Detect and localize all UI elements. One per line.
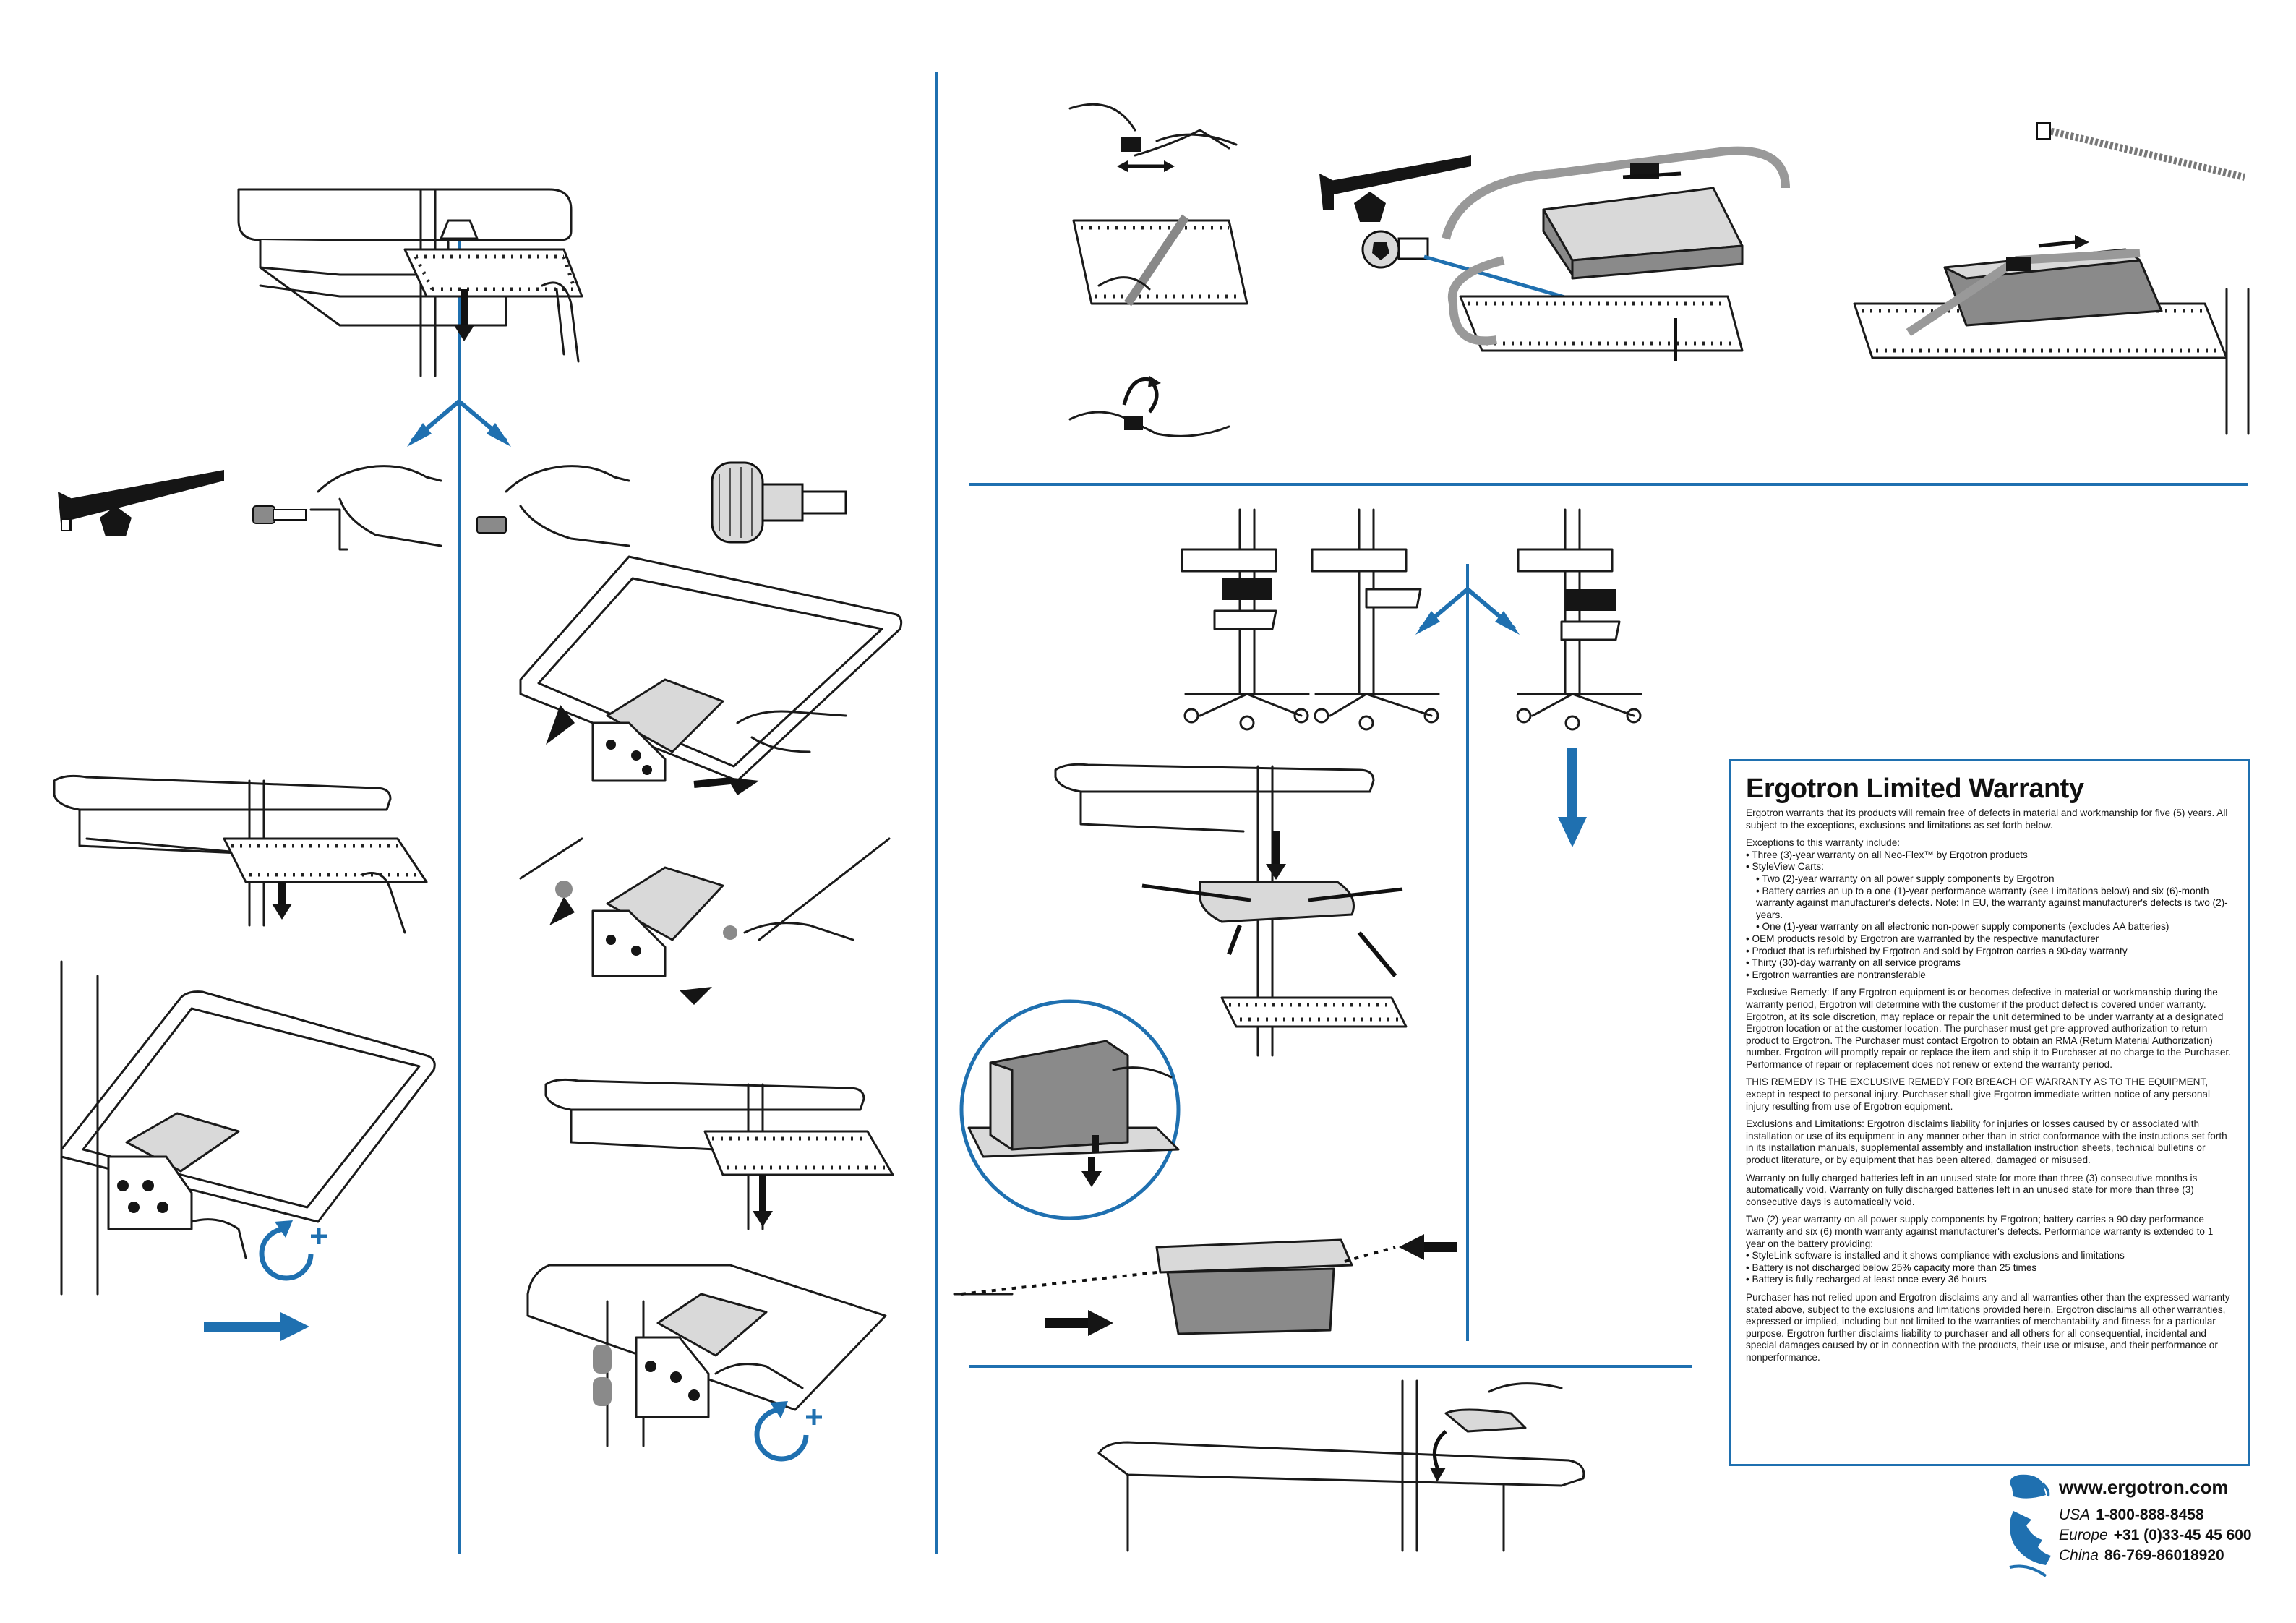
branch-arrow-left (407, 398, 511, 447)
tray-bracket-assembly-2 (60, 960, 436, 1296)
exception-item: • StyleView Carts: (1746, 861, 1825, 873)
cart-with-handle-bottom (1097, 1379, 1585, 1552)
phone-row-europe: Europe +31 (0)33-45 45 600 (2059, 1527, 2252, 1544)
contact-block: www.ergotron.com USA 1-800-888-8458 Europ… (2002, 1472, 2263, 1595)
power-supply-strapped (1853, 235, 2250, 435)
warranty-box: Ergotron Limited Warranty Ergotron warra… (1729, 759, 2250, 1466)
condition-item: • Battery is fully recharged at least on… (1746, 1274, 1987, 1285)
exception-item: • Two (2)-year warranty on all power sup… (1756, 873, 2055, 884)
phone-region: USA (2059, 1507, 2091, 1523)
phone-row-china: China 86-769-86018920 (2059, 1547, 2224, 1564)
exclusive-remedy-paragraph: Exclusive Remedy: If any Ergotron equipm… (1746, 987, 2231, 1070)
hex-screw-icon (252, 505, 307, 524)
pentagon-icon (100, 506, 132, 536)
cart-with-shelf-center (544, 1078, 894, 1230)
power-supply-on-plate (1442, 146, 1790, 361)
pentagon-icon-2 (1354, 192, 1386, 222)
exception-item: • Thirty (30)-day warranty on all servic… (1746, 957, 1961, 969)
batteries-paragraph: Warranty on fully charged batteries left… (1746, 1172, 2198, 1207)
exception-item: • Battery carries an up to a one (1)-yea… (1756, 885, 2228, 920)
phone-number: +31 (0)33-45 45 600 (2113, 1527, 2252, 1543)
exclusive-remedy-notice: THIS REMEDY IS THE EXCLUSIVE REMEDY FOR … (1746, 1076, 2210, 1112)
tray-bracket-assembly-3 (519, 837, 891, 1005)
hand-with-allen-key (309, 465, 442, 551)
exclusions-paragraph: Exclusions and Limitations: Ergotron dis… (1746, 1118, 2227, 1166)
power-supply-paragraph: Two (2)-year warranty on all power suppl… (1746, 1214, 2214, 1249)
cable-tie-icon (2036, 122, 2246, 181)
allen-key-icon (58, 470, 224, 531)
cart-with-shelf-top-left (237, 188, 583, 377)
cart-option-3 (1516, 508, 1642, 731)
exception-item: • Ergotron warranties are nontransferabl… (1746, 969, 1926, 980)
website-link[interactable]: www.ergotron.com (2059, 1476, 2229, 1498)
tray-bracket-assembly-1 (519, 555, 903, 795)
branch-arrow-center (1415, 586, 1520, 635)
right-arrow-blue (204, 1312, 309, 1341)
condition-item: • StyleLink software is installed and it… (1746, 1250, 2125, 1262)
rotate-clockwise-plus-icon-2 (754, 1401, 822, 1462)
strap-step-thread-plate (1072, 214, 1248, 307)
hand-with-screw (476, 465, 630, 547)
exception-item: • Three (3)-year warranty on all Neo-Fle… (1746, 849, 2028, 860)
warranty-intro: Ergotron warrants that its products will… (1746, 808, 2228, 831)
mouse-icon (2010, 1474, 2050, 1499)
phone-region: China (2059, 1547, 2099, 1564)
condition-item: • Battery is not discharged below 25% ca… (1746, 1262, 2037, 1273)
strap-step-loop (1068, 376, 1230, 437)
zoom-detail-battery-holder (959, 999, 1181, 1220)
power-conditions-list: • StyleLink software is installed and it… (1746, 1250, 2233, 1286)
warranty-title: Ergotron Limited Warranty (1746, 774, 2084, 804)
tray-bracket-assembly-4 (526, 1264, 887, 1447)
rotate-clockwise-plus-icon (259, 1220, 327, 1281)
disclaimer-paragraph: Purchaser has not relied upon and Ergotr… (1746, 1291, 2230, 1363)
exception-item: • Product that is refurbished by Ergotro… (1746, 945, 2128, 956)
exceptions-list: • Three (3)-year warranty on all Neo-Fle… (1746, 849, 2233, 982)
cart-option-2 (1311, 508, 1440, 731)
strap-step-buckle (1068, 103, 1238, 172)
phone-handset-icon (2009, 1511, 2051, 1577)
down-arrow-blue (1558, 748, 1587, 847)
exceptions-heading: Exceptions to this warranty include: (1746, 837, 1901, 849)
phone-row-usa: USA 1-800-888-8458 (2059, 1507, 2204, 1524)
battery-holder-with-screws (953, 1234, 1457, 1336)
hex-screw-icon-2 (1361, 230, 1429, 269)
cart-option-1 (1181, 508, 1310, 731)
allen-key-icon-2 (1319, 155, 1471, 210)
phone-number: 86-769-86018920 (2104, 1547, 2224, 1564)
thumb-screw-icon (711, 461, 847, 544)
exception-item: • One (1)-year warranty on all electroni… (1756, 921, 2169, 933)
exception-item: • OEM products resold by Ergotron are wa… (1746, 933, 2099, 944)
phone-region: Europe (2059, 1527, 2108, 1543)
phone-number: 1-800-888-8458 (2096, 1507, 2204, 1523)
cart-with-bracket-screwdrivers (1054, 763, 1408, 1057)
cart-with-shelf-mid-left (53, 774, 428, 934)
